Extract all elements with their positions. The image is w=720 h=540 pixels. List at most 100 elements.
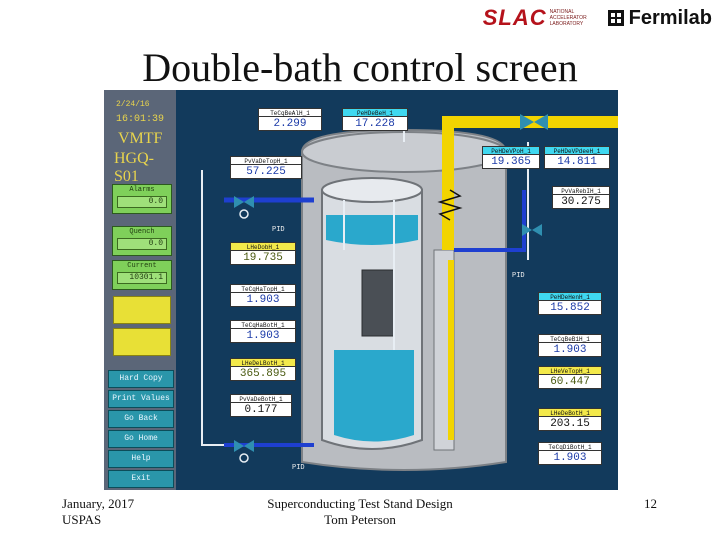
readout-pe-top[interactable]: PeHDeBeH_1 17.228 <box>342 108 408 131</box>
slac-logo-subtext: NATIONAL ACCELERATOR LABORATORY <box>549 9 587 27</box>
readout-value: 1.903 <box>230 329 296 343</box>
pid-label-upper: PID <box>272 226 285 234</box>
date-display: 2/24/16 <box>116 100 150 109</box>
readout-value: 203.15 <box>538 417 602 431</box>
readout-tag: TeCqDiBotH_1 <box>538 442 602 451</box>
fermilab-logo-text: Fermilab <box>628 6 712 29</box>
fermilab-mark-icon <box>607 10 624 26</box>
upper-bath-liquid <box>326 215 418 245</box>
footer-org: USPAS <box>62 512 102 527</box>
exit-button[interactable]: Exit <box>108 470 174 488</box>
print-values-button[interactable]: Print Values <box>108 390 174 408</box>
readout-value: 14.811 <box>544 155 610 169</box>
readout-value: 19.365 <box>482 155 540 169</box>
hard-copy-button[interactable]: Hard Copy <box>108 370 174 388</box>
current-value: 10301.1 <box>117 272 167 284</box>
valve-left-upper <box>234 196 254 219</box>
heater-coil <box>437 189 463 221</box>
sidebar: 2/24/16 16:01:39 VMTF HGQ-S01 Alarms 0.0… <box>104 90 176 490</box>
readout-pe-right-1[interactable]: PeHDeVPoH_1 19.365 <box>482 146 540 169</box>
page-number: 12 <box>644 496 657 511</box>
valve-left-lower <box>234 440 254 463</box>
current-label: Current <box>127 262 157 270</box>
readout-pe-right-2[interactable]: PeHDeVPdeeH_1 14.811 <box>544 146 610 169</box>
readout-tag: TeCqHaTopH_1 <box>230 284 296 293</box>
readout-tag: LHeDeLBotH_1 <box>230 358 296 367</box>
readout-pv-right[interactable]: PvVaRebIH_1 30.275 <box>552 186 610 209</box>
readout-tag: LHeVeTopH_1 <box>538 366 602 375</box>
readout-value: 1.903 <box>538 451 602 465</box>
go-home-button[interactable]: Go Home <box>108 430 174 448</box>
readout-tag: PvVaDeTopH_1 <box>230 156 302 165</box>
slide-title: Double-bath control screen <box>142 45 578 90</box>
readout-tag: TeCqHaBotH_1 <box>230 320 296 329</box>
quench-box: Quench 0.0 <box>112 226 172 256</box>
process-diagram <box>201 108 618 471</box>
system-name: VMTF <box>118 130 163 147</box>
level-indicator-bar <box>448 260 454 440</box>
readout-tag: PeHDeVPdeeH_1 <box>544 146 610 155</box>
readout-tcq-mid-2[interactable]: TeCqHaBotH_1 1.903 <box>230 320 296 343</box>
readout-pv-left-2[interactable]: PvVaDeBotH_1 0.177 <box>230 394 292 417</box>
readout-value: 30.275 <box>552 195 610 209</box>
readout-value: 57.225 <box>230 165 302 179</box>
readout-value: 365.895 <box>230 367 296 381</box>
readout-tag: PeHDeHenH_1 <box>538 292 602 301</box>
readout-value: 1.903 <box>538 343 602 357</box>
alarms-box: Alarms 0.0 <box>112 184 172 214</box>
readout-value: 17.228 <box>342 117 408 131</box>
footer-date: January, 2017 <box>62 496 135 511</box>
readout-tcq-right-1[interactable]: TeCqBeB1H_1 1.903 <box>538 334 602 357</box>
blue-supply-pipe-right <box>454 190 526 252</box>
header-logos: SLAC NATIONAL ACCELERATOR LABORATORY Fer… <box>483 5 712 31</box>
footer-center: Superconducting Test Stand Design Tom Pe… <box>220 496 500 528</box>
readout-tag: PeHDeBeH_1 <box>342 108 408 117</box>
readout-tag: PeHDeVPoH_1 <box>482 146 540 155</box>
help-button[interactable]: Help <box>108 450 174 468</box>
readout-tag: PvVaRebIH_1 <box>552 186 610 195</box>
readout-lh-left-2[interactable]: LHeDeLBotH_1 365.895 <box>230 358 296 381</box>
readout-pv-left[interactable]: PvVaDeTopH_1 57.225 <box>230 156 302 179</box>
readout-pe-right-3[interactable]: PeHDeHenH_1 15.852 <box>538 292 602 315</box>
fermilab-logo: Fermilab <box>606 7 712 30</box>
readout-value: 2.299 <box>258 117 322 131</box>
readout-lh-left[interactable]: LHeDobH_1 19.735 <box>230 242 296 265</box>
footer-left: January, 2017 USPAS <box>62 496 134 528</box>
readout-value: 0.177 <box>230 403 292 417</box>
readout-value: 60.447 <box>538 375 602 389</box>
control-screen: 2/24/16 16:01:39 VMTF HGQ-S01 Alarms 0.0… <box>104 90 618 490</box>
readout-value: 15.852 <box>538 301 602 315</box>
alarms-value: 0.0 <box>117 196 167 208</box>
current-box: Current 10301.1 <box>112 260 172 290</box>
lower-bath-liquid <box>334 350 414 442</box>
magnet-body <box>361 269 395 337</box>
pid-label-lower: PID <box>292 464 305 472</box>
readout-value: 19.735 <box>230 251 296 265</box>
pid-label-right: PID <box>512 272 525 280</box>
go-back-button[interactable]: Go Back <box>108 410 174 428</box>
alarms-label: Alarms <box>129 186 155 194</box>
gas-line-left <box>201 170 224 446</box>
readout-tag: LHeDeBotH_1 <box>538 408 602 417</box>
status-indicator-2 <box>113 328 171 356</box>
slac-logo-text: SLAC <box>482 5 547 30</box>
readout-lh-right-1[interactable]: LHeVeTopH_1 60.447 <box>538 366 602 389</box>
readout-tcq-right-2[interactable]: TeCqDiBotH_1 1.903 <box>538 442 602 465</box>
magnet-name: HGQ-S01 <box>114 150 154 185</box>
readout-lh-right-2[interactable]: LHeDeBotH_1 203.15 <box>538 408 602 431</box>
readout-tag: TeCqBeAlH_1 <box>258 108 322 117</box>
footer-course: Superconducting Test Stand Design <box>267 496 453 511</box>
slac-logo: SLAC NATIONAL ACCELERATOR LABORATORY <box>483 5 598 31</box>
readout-tcq-left-top[interactable]: TeCqBeAlH_1 2.299 <box>258 108 322 131</box>
readout-tag: LHeDobH_1 <box>230 242 296 251</box>
status-indicator-1 <box>113 296 171 324</box>
valve-right <box>522 224 542 236</box>
readout-tag: TeCqBeB1H_1 <box>538 334 602 343</box>
readout-tcq-mid-1[interactable]: TeCqHaTopH_1 1.903 <box>230 284 296 307</box>
inner-dewar-top <box>321 177 423 203</box>
yellow-return-pipe <box>442 116 618 250</box>
readout-value: 1.903 <box>230 293 296 307</box>
readout-tag: PvVaDeBotH_1 <box>230 394 292 403</box>
quench-value: 0.0 <box>117 238 167 250</box>
valve-top-right <box>520 114 548 130</box>
